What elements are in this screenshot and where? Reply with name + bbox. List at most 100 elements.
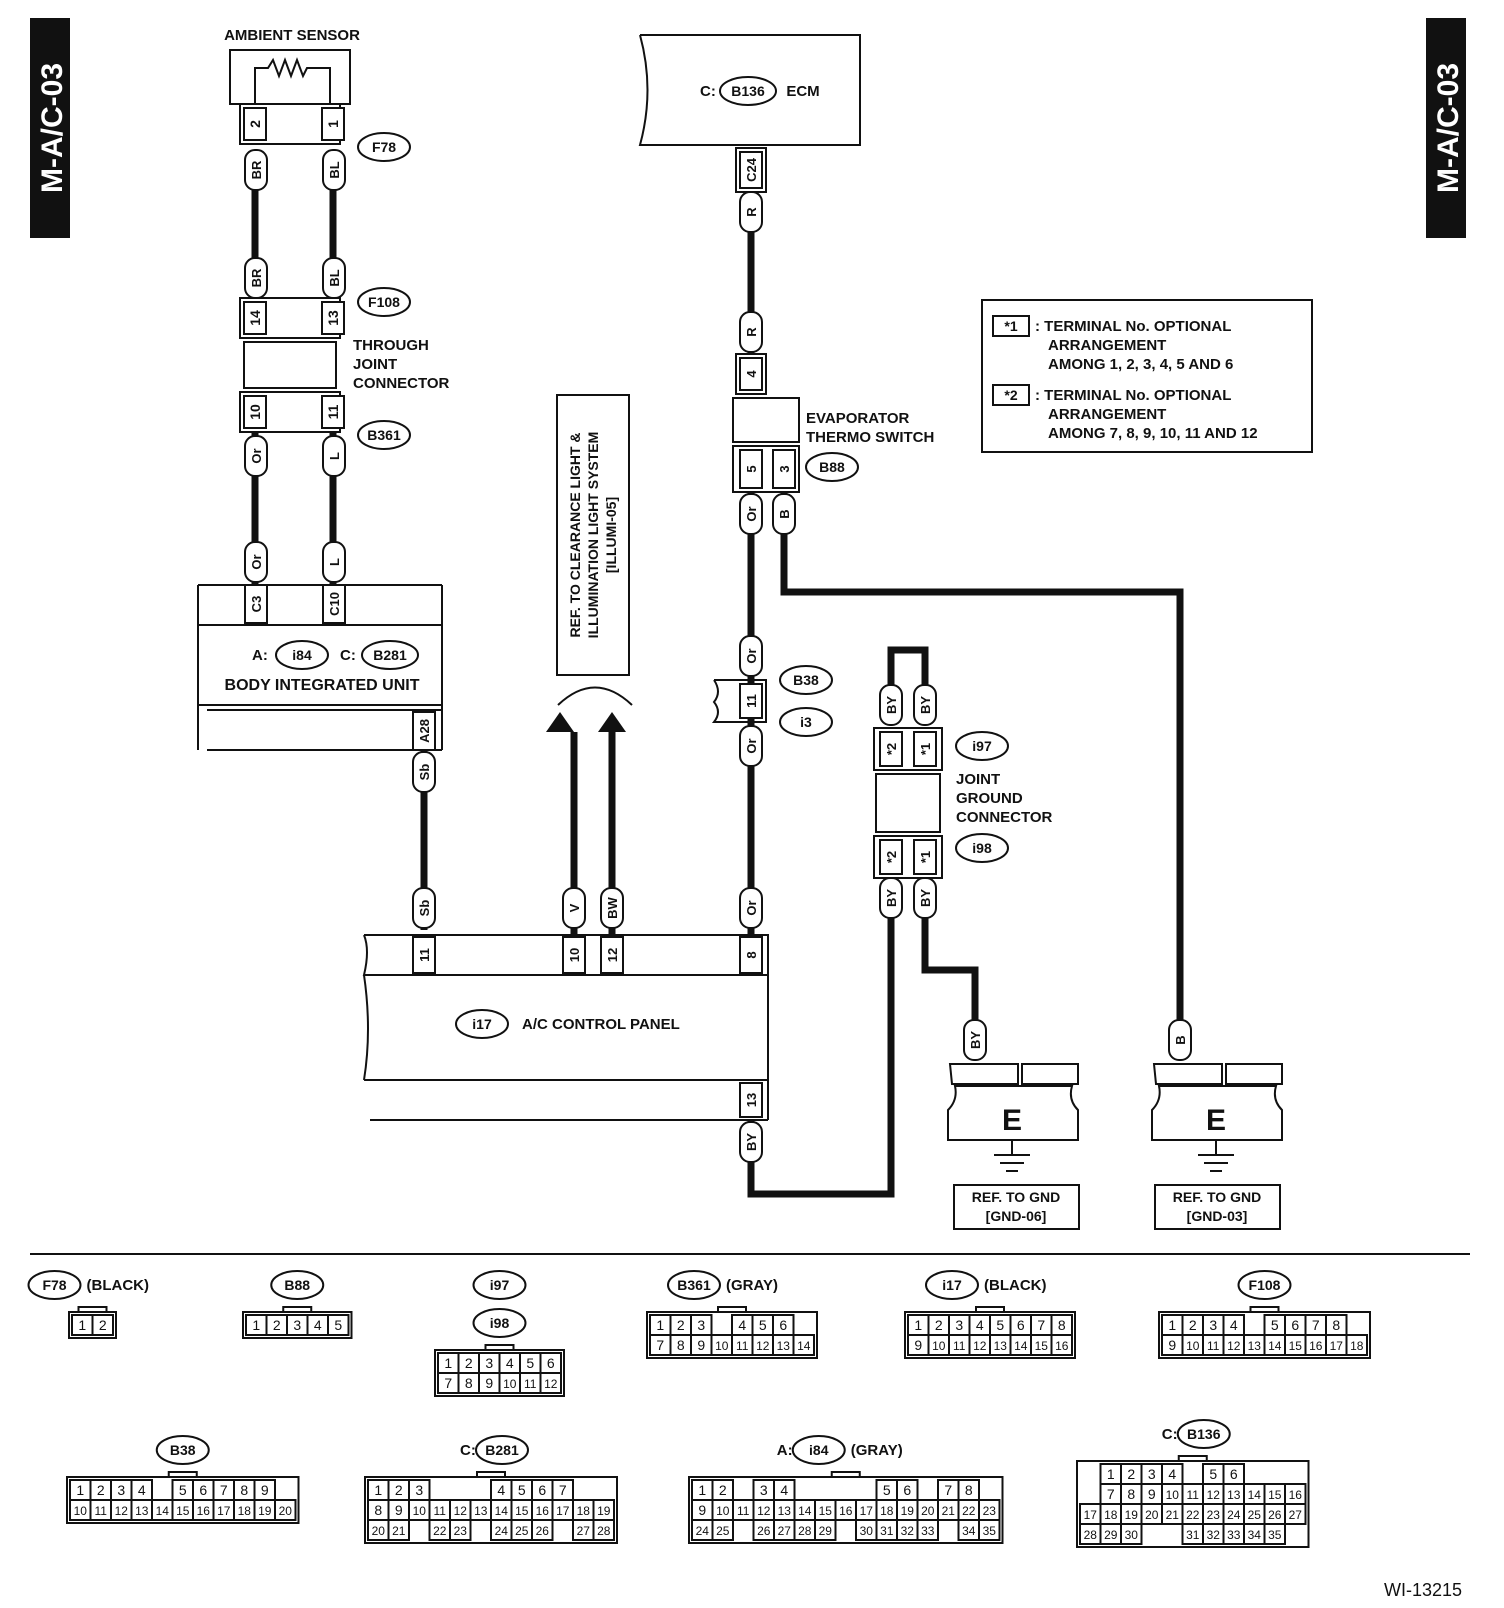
svg-text:11: 11	[744, 694, 759, 708]
connector-color: (BLACK)	[984, 1277, 1046, 1294]
pin-number: 27	[778, 1524, 792, 1538]
svg-text:4: 4	[744, 370, 759, 378]
pin-number: 9	[1148, 1486, 1156, 1502]
pin-number: 6	[1017, 1317, 1025, 1333]
svg-text:13: 13	[325, 310, 341, 326]
pin-number: 12	[544, 1377, 558, 1391]
svg-text:E: E	[1206, 1104, 1226, 1137]
pin-number: 1	[1107, 1466, 1115, 1482]
svg-text:REF. TO GND[GND-06]: REF. TO GND[GND-06]	[972, 1189, 1060, 1224]
pin-number: 18	[238, 1504, 252, 1518]
pin-number: 3	[1148, 1466, 1156, 1482]
pin-number: 5	[518, 1482, 526, 1498]
svg-text:12: 12	[605, 948, 620, 962]
pin-number: 5	[526, 1355, 534, 1371]
pin-number: 13	[778, 1504, 792, 1518]
ambient-sensor-label: AMBIENT SENSOR	[224, 27, 360, 44]
svg-text:10: 10	[567, 948, 582, 962]
pin-number: 14	[156, 1504, 170, 1518]
pin-number: 1	[444, 1355, 452, 1371]
svg-text:11: 11	[325, 404, 341, 419]
pin-number: 11	[524, 1377, 537, 1391]
pin-number: 6	[547, 1355, 555, 1371]
svg-text:i3: i3	[800, 714, 812, 730]
pin-number: 25	[515, 1524, 529, 1538]
pin-number: 11	[736, 1339, 749, 1353]
pin-number: 17	[860, 1504, 874, 1518]
svg-text:BL: BL	[327, 161, 342, 178]
pin-number: 28	[1084, 1528, 1098, 1542]
pin-number: 8	[374, 1502, 382, 1518]
pin-number: 19	[1125, 1508, 1139, 1522]
pin-number: 17	[1330, 1339, 1344, 1353]
ground-terminal-gnd06: E REF. TO GND[GND-06]	[947, 1063, 1080, 1230]
pin-number: 28	[597, 1524, 611, 1538]
svg-text:13: 13	[744, 1093, 759, 1107]
pin-number: 2	[99, 1317, 107, 1333]
svg-text:i84: i84	[292, 647, 312, 663]
connector-color: (GRAY)	[726, 1277, 778, 1294]
pin-number: 32	[1207, 1528, 1221, 1542]
svg-text:B281: B281	[373, 647, 407, 663]
pin-number: 14	[797, 1339, 811, 1353]
pin-number: 7	[1312, 1317, 1320, 1333]
pin-number: 18	[577, 1504, 591, 1518]
svg-text:BY: BY	[918, 696, 933, 714]
pin-number: 13	[777, 1339, 791, 1353]
pin-number: 5	[179, 1482, 187, 1498]
pin-number: 15	[1035, 1339, 1049, 1353]
svg-text:A28: A28	[417, 719, 432, 743]
pin-number: 20	[372, 1524, 386, 1538]
pin-number: 13	[1227, 1488, 1241, 1502]
pin-number: 2	[395, 1482, 403, 1498]
pin-number: 3	[415, 1482, 423, 1498]
pin-number: 1	[914, 1317, 922, 1333]
svg-text:B136: B136	[731, 83, 765, 99]
pin-number: 1	[78, 1317, 86, 1333]
pin-number: 26	[1268, 1508, 1282, 1522]
pin-number: 9	[698, 1502, 706, 1518]
svg-text:BY: BY	[884, 889, 899, 907]
pin-number: 16	[1309, 1339, 1323, 1353]
pin-number: 4	[314, 1317, 322, 1333]
pin-number: 24	[495, 1524, 509, 1538]
svg-text:L: L	[327, 452, 342, 460]
pin-number: 22	[433, 1524, 447, 1538]
pin-number: 19	[901, 1504, 915, 1518]
pin-number: 5	[759, 1317, 767, 1333]
pin-number: 10	[716, 1504, 730, 1518]
svg-text:L: L	[327, 558, 342, 566]
pin-number: 25	[716, 1524, 730, 1538]
pin-number: 21	[392, 1524, 406, 1538]
svg-text:Sb: Sb	[417, 764, 432, 781]
pin-number: 7	[1107, 1486, 1115, 1502]
pin-number: 12	[1207, 1488, 1221, 1502]
pin-number: 5	[334, 1317, 342, 1333]
pin-number: 19	[597, 1504, 611, 1518]
pin-number: 26	[536, 1524, 550, 1538]
figure-id: WI-13215	[1384, 1580, 1462, 1600]
pin-number: 14	[495, 1504, 509, 1518]
pin-number: 31	[1186, 1528, 1200, 1542]
pin-number: 4	[138, 1482, 146, 1498]
pin-number: 34	[962, 1524, 976, 1538]
pin-number: 14	[1014, 1339, 1028, 1353]
pin-number: 29	[1104, 1528, 1118, 1542]
pin-number: 8	[465, 1375, 473, 1391]
pin-number: 35	[1268, 1528, 1282, 1542]
svg-text:B38: B38	[793, 672, 819, 688]
pin-number: 15	[1289, 1339, 1303, 1353]
through-joint-connector	[243, 341, 337, 389]
pin-number: 1	[698, 1482, 706, 1498]
pin-number: 4	[497, 1482, 505, 1498]
svg-text:A/C CONTROL PANEL: A/C CONTROL PANEL	[522, 1016, 680, 1033]
pin-number: 11	[1207, 1339, 1220, 1353]
pin-number: 1	[656, 1317, 664, 1333]
pin-number: 7	[656, 1337, 664, 1353]
pin-number: 17	[217, 1504, 231, 1518]
